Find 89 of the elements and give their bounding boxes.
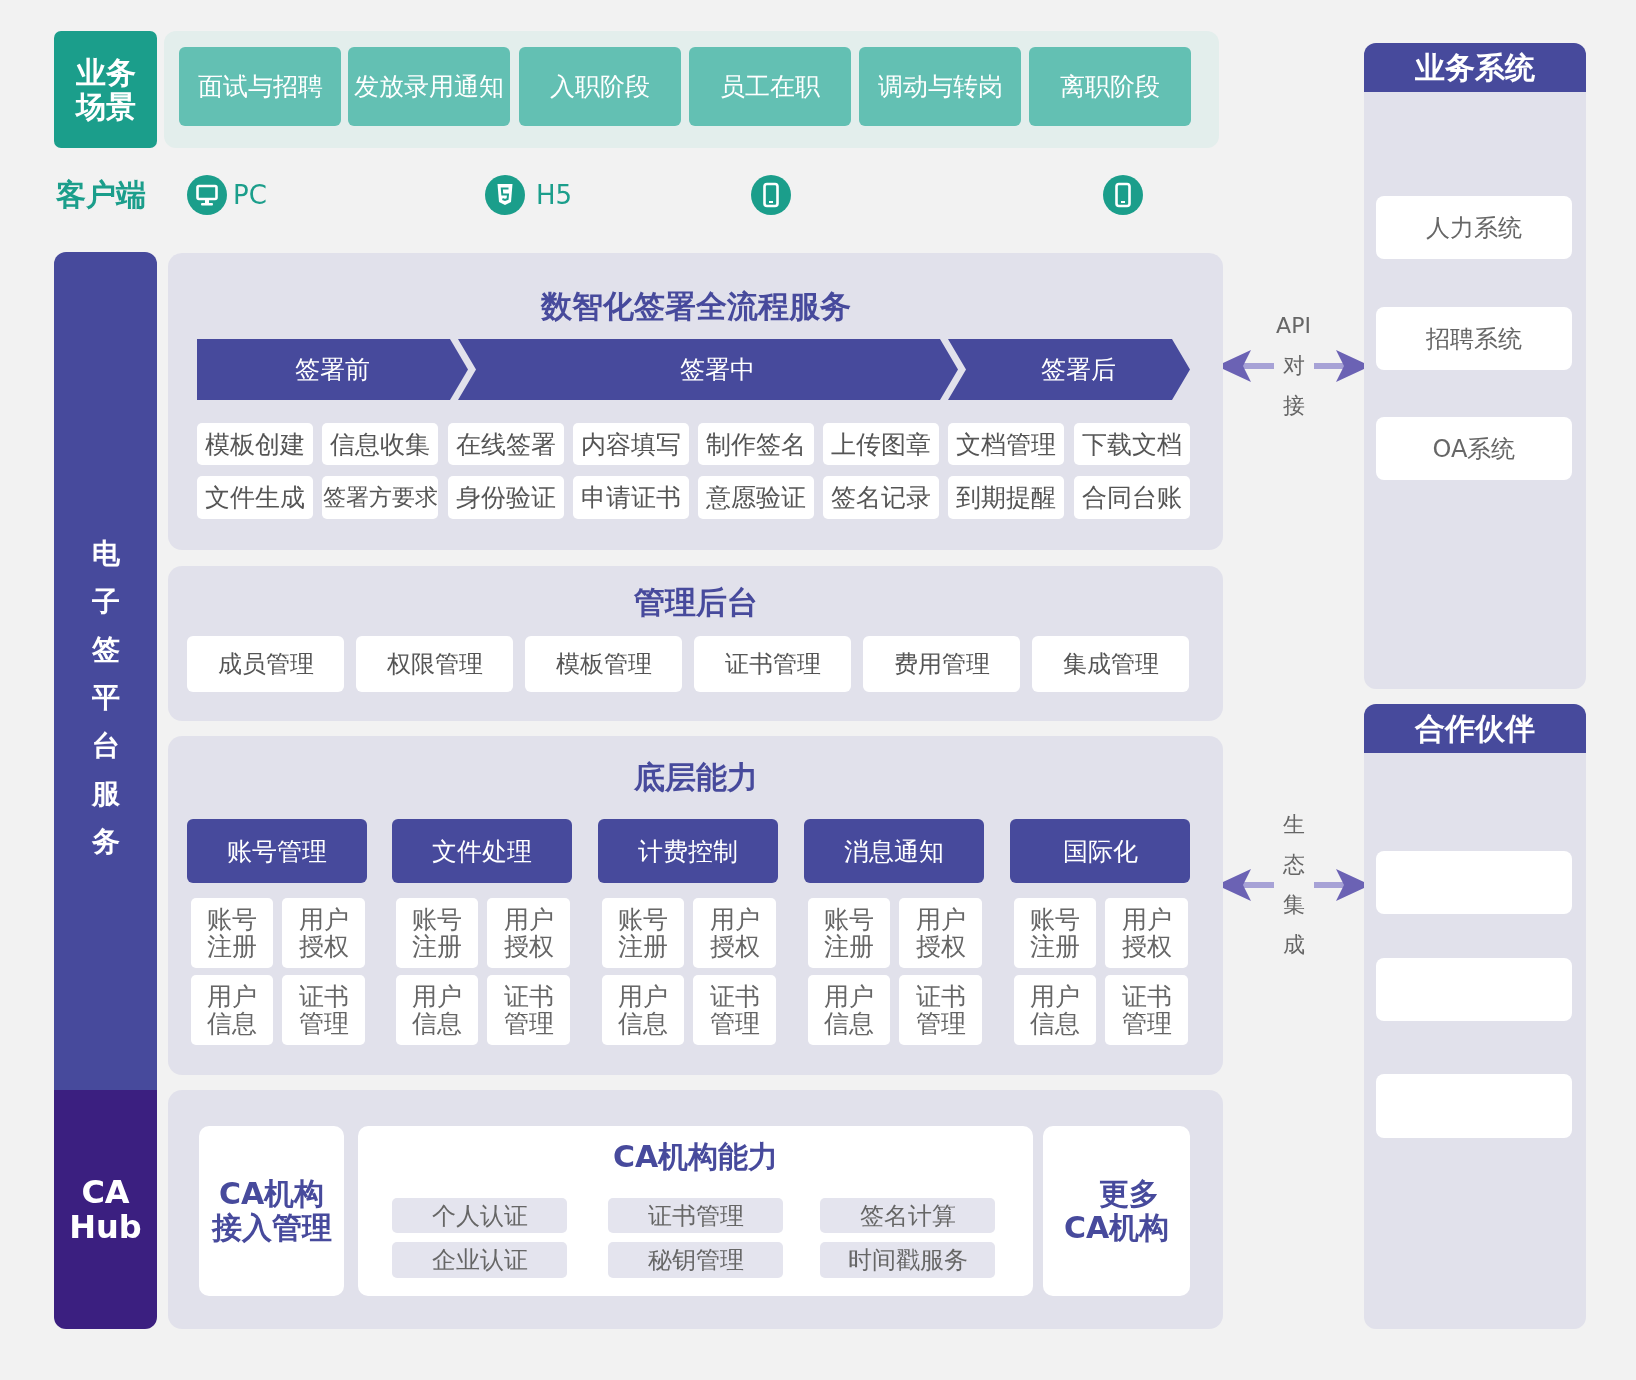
panel-header: 业务系统 <box>1364 43 1586 92</box>
stage-tile: 离职阶段 <box>1029 47 1191 126</box>
stage-tile: 调动与转岗 <box>859 47 1021 126</box>
group-header: 账号管理 <box>187 819 367 883</box>
feature-tile: 证书管理 <box>694 636 851 692</box>
feature-tile: 用户授权 <box>899 898 982 968</box>
feature-tile: 模板管理 <box>525 636 682 692</box>
feature-tile: 账号注册 <box>396 898 478 968</box>
platform-label: H5 <box>536 179 573 212</box>
panel-header: 合作伙伴 <box>1364 704 1586 753</box>
feature-tile: 证书管理 <box>899 975 982 1045</box>
stage-tile: 面试与招聘 <box>179 47 341 126</box>
feature-tile: 账号注册 <box>808 898 890 968</box>
ca-card <box>358 1126 1033 1296</box>
feature-tile: 签名记录 <box>823 476 939 519</box>
ca-card: 更多CA机构 <box>1043 1126 1190 1296</box>
feature-tile: 账号注册 <box>1014 898 1096 968</box>
feature-tile: 文件生成 <box>197 476 313 519</box>
platform-label: PC <box>233 179 267 212</box>
feature-tile: 用户信息 <box>191 975 273 1045</box>
chevron-step: 签署前 <box>197 339 468 400</box>
group-header: 国际化 <box>1010 819 1190 883</box>
system-panel <box>1364 704 1586 1329</box>
stage-tile: 员工在职 <box>689 47 851 126</box>
feature-tile: 用户信息 <box>602 975 684 1045</box>
feature-tile: 集成管理 <box>1032 636 1189 692</box>
feature-tile: 权限管理 <box>356 636 513 692</box>
stage-tile: 发放录用通知 <box>348 47 510 126</box>
feature-tile: 身份验证 <box>448 476 564 519</box>
feature-tile: 申请证书 <box>573 476 689 519</box>
system-tile: 招聘系统 <box>1376 307 1572 370</box>
ca-card: CA机构接入管理 <box>199 1126 344 1296</box>
feature-tile: 用户授权 <box>1105 898 1188 968</box>
system-tile: 人力系统 <box>1376 196 1572 259</box>
feature-tile: 证书管理 <box>1105 975 1188 1045</box>
client-label: 客户端 <box>56 176 146 214</box>
feature-tile: 成员管理 <box>187 636 344 692</box>
scenario-band <box>164 31 1219 148</box>
module-panel <box>168 736 1223 1075</box>
group-header: 消息通知 <box>804 819 984 883</box>
section-heading-tile: 业务场景 <box>54 31 157 148</box>
partner-tile <box>1376 1074 1572 1138</box>
partner-tile <box>1376 958 1572 1021</box>
feature-tile: 用户信息 <box>808 975 890 1045</box>
feature-tile: 意愿验证 <box>698 476 814 519</box>
feature-tile: 企业认证 <box>392 1242 567 1278</box>
feature-tile: 内容填写 <box>573 423 689 465</box>
feature-tile: 模板创建 <box>197 423 313 465</box>
feature-tile: 制作签名 <box>698 423 814 465</box>
group-header: 文件处理 <box>392 819 572 883</box>
feature-tile: 证书管理 <box>282 975 365 1045</box>
feature-tile: 文档管理 <box>948 423 1064 465</box>
feature-tile: 费用管理 <box>863 636 1020 692</box>
partner-tile <box>1376 851 1572 914</box>
feature-tile: 个人认证 <box>392 1198 567 1233</box>
panel-title: 管理后台 <box>633 583 758 622</box>
stage-tile: 入职阶段 <box>519 47 681 126</box>
module-panel <box>168 253 1223 550</box>
feature-tile: 证书管理 <box>608 1198 783 1233</box>
feature-tile: 证书管理 <box>487 975 570 1045</box>
feature-tile: 上传图章 <box>823 423 939 465</box>
feature-tile: 下载文档 <box>1074 423 1190 465</box>
feature-tile: 账号注册 <box>191 898 273 968</box>
panel-title: CA机构能力 <box>612 1138 779 1176</box>
feature-tile: 到期提醒 <box>948 476 1064 519</box>
feature-tile: 时间戳服务 <box>820 1242 995 1278</box>
feature-tile: 用户授权 <box>693 898 776 968</box>
ca-panel <box>168 1090 1223 1329</box>
feature-tile: 用户信息 <box>1014 975 1096 1045</box>
feature-tile: 用户授权 <box>282 898 365 968</box>
module-panel <box>168 566 1223 721</box>
group-header: 计费控制 <box>598 819 778 883</box>
panel-title: 底层能力 <box>633 758 758 797</box>
feature-tile: 在线签署 <box>448 423 564 465</box>
hub-title-bar: CA Hub <box>54 1090 157 1329</box>
feature-tile: 签名计算 <box>820 1198 995 1233</box>
feature-tile: 用户信息 <box>396 975 478 1045</box>
vertical-title-bar: 电子签平台服务 <box>54 252 157 1090</box>
feature-tile: 签署方要求 <box>322 476 438 519</box>
feature-tile: 用户授权 <box>487 898 570 968</box>
system-panel <box>1364 43 1586 689</box>
feature-tile: 账号注册 <box>602 898 684 968</box>
chevron-step: 签署后 <box>948 339 1190 400</box>
feature-tile: 信息收集 <box>322 423 438 465</box>
feature-tile: 秘钥管理 <box>608 1242 783 1278</box>
panel-title: 数智化签署全流程服务 <box>540 287 851 326</box>
feature-tile: 证书管理 <box>693 975 776 1045</box>
system-tile: OA系统 <box>1376 417 1572 480</box>
feature-tile: 合同台账 <box>1074 476 1190 519</box>
